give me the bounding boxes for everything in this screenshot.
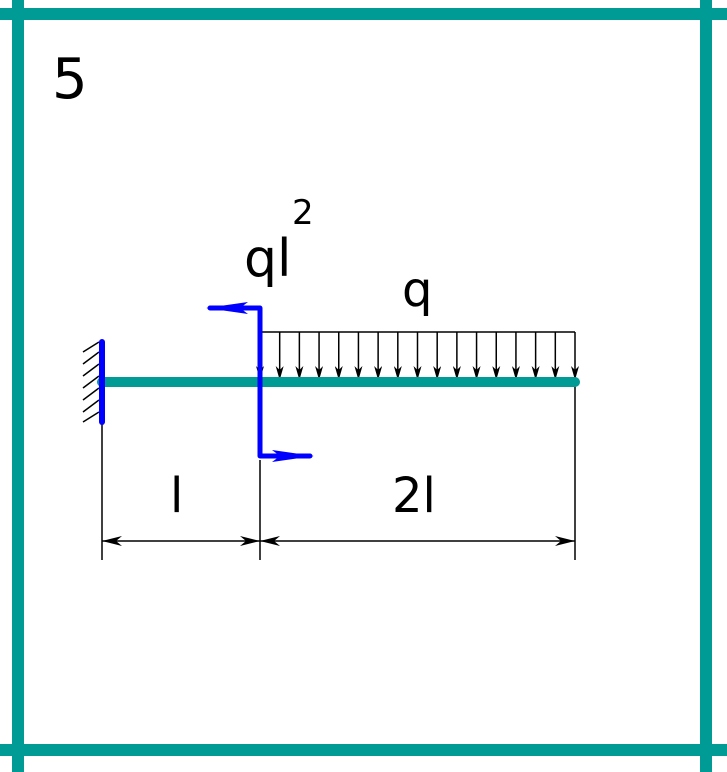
moment-arrow-left-icon — [206, 302, 248, 314]
fixed-support-hatch — [82, 341, 100, 423]
concentrated-moment — [206, 302, 314, 462]
moment-exponent: 2 — [292, 193, 314, 233]
moment-label: ql — [244, 229, 291, 289]
span-left-label: l — [170, 468, 183, 524]
moment-arrow-right-icon — [272, 450, 314, 462]
load-arrows — [256, 332, 579, 380]
distributed-load — [256, 331, 579, 380]
distributed-load-label: q — [402, 262, 432, 318]
span-right-label: 2l — [392, 468, 436, 524]
problem-number: 5 — [52, 47, 88, 112]
